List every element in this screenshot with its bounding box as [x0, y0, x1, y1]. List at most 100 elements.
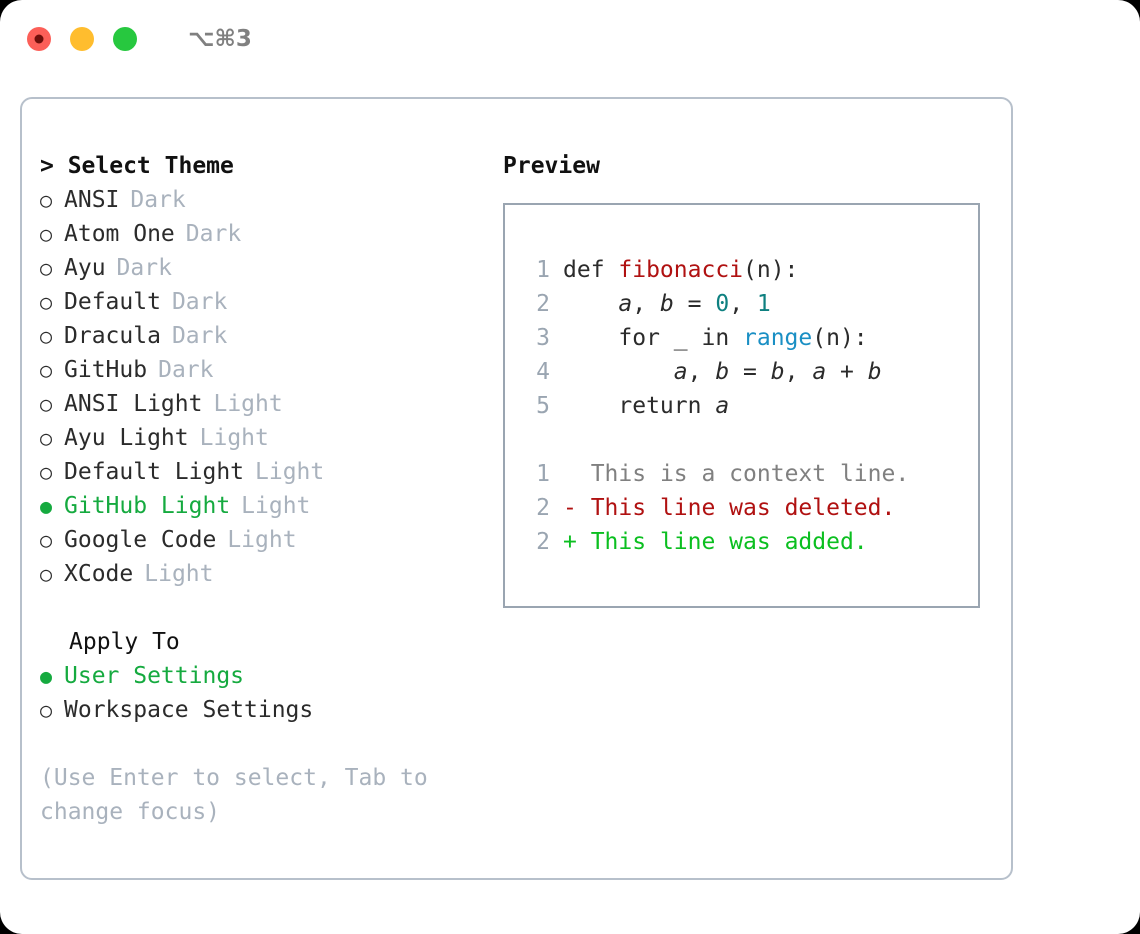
code-token-plain: =: [729, 359, 771, 385]
code-token-plain: [563, 291, 618, 317]
code-token-call: range: [743, 325, 813, 351]
code-token-var: a: [812, 359, 827, 385]
theme-kind-label: Light: [241, 493, 311, 519]
code-line-number: 5: [536, 393, 550, 419]
code-token-var: b: [867, 359, 882, 385]
diff-line-content: This line was deleted.: [576, 495, 896, 521]
maximize-window-button[interactable]: [113, 27, 137, 51]
code-line-content: def fibonacci(n):: [563, 253, 798, 287]
apply-to-options[interactable]: ● User Settings ○Workspace Settings: [40, 659, 500, 727]
radio-unselected-icon: ○: [40, 392, 53, 416]
theme-name-label: Default: [64, 289, 161, 315]
theme-name-label: Ayu Light: [64, 425, 189, 451]
code-line: 5 return a: [518, 389, 978, 423]
radio-unselected-icon: ○: [40, 188, 53, 212]
diff-line-number: 2: [536, 529, 550, 555]
theme-list-item[interactable]: ○ Default Dark: [40, 285, 500, 319]
window-controls: [27, 27, 137, 51]
theme-kind-label: Light: [255, 459, 325, 485]
diff-line: 2- This line was deleted.: [518, 491, 978, 525]
apply-to-option[interactable]: ○Workspace Settings: [40, 693, 500, 727]
theme-kind-label: Light: [213, 391, 283, 417]
radio-selected-icon: ●: [40, 494, 53, 518]
diff-sign: -: [563, 495, 577, 521]
code-line-content: a, b = 0, 1: [563, 287, 770, 321]
code-token-plain: ,: [729, 291, 757, 317]
code-token-plain: [563, 359, 674, 385]
theme-kind-label: Dark: [158, 357, 214, 383]
theme-list-item[interactable]: ○ ANSI Dark: [40, 183, 500, 217]
code-line: 3 for _ in range(n):: [518, 321, 978, 355]
close-window-button[interactable]: [27, 27, 51, 51]
code-line-content: return a: [563, 389, 729, 423]
code-token-var: a: [715, 393, 730, 419]
theme-name-label: GitHub: [64, 357, 148, 383]
code-token-plain: for _ in: [563, 325, 744, 351]
apply-to-label: User Settings: [64, 663, 245, 689]
radio-unselected-icon: ○: [40, 290, 53, 314]
code-line-number: 3: [536, 325, 550, 351]
theme-name-label: Google Code: [64, 527, 217, 553]
diff-line: 1 This is a context line.: [518, 457, 978, 491]
code-token-plain: (n):: [812, 325, 868, 351]
radio-unselected-icon: ○: [40, 528, 53, 552]
theme-list-item[interactable]: ○ Ayu Light Light: [40, 421, 500, 455]
apply-to-option[interactable]: ● User Settings: [40, 659, 500, 693]
apply-to-section: Apply To ● User Settings ○Workspace Settin…: [40, 625, 500, 727]
theme-list-item[interactable]: ○ ANSI Light Light: [40, 387, 500, 421]
code-token-plain: (n):: [743, 257, 799, 283]
theme-kind-label: Dark: [185, 221, 242, 247]
code-token-var: b: [659, 291, 674, 317]
theme-kind-label: Dark: [130, 187, 186, 213]
radio-unselected-icon: ○: [40, 460, 53, 484]
preview-heading: Preview: [503, 153, 600, 179]
theme-name-label: ANSI: [64, 187, 120, 213]
code-token-plain: ,: [687, 359, 716, 385]
radio-unselected-icon: ○: [40, 426, 53, 450]
code-token-plain: ,: [632, 291, 660, 317]
minimize-window-button[interactable]: [70, 27, 94, 51]
code-line: 2 a, b = 0, 1: [518, 287, 978, 321]
code-line: 4 a, b = b, a + b: [518, 355, 978, 389]
code-token-plain: return: [563, 393, 716, 419]
code-line-content: a, b = b, a + b: [563, 355, 882, 389]
keyboard-hint-text: (Use Enter to select, Tab to change focu…: [40, 765, 428, 825]
apply-to-heading: Apply To: [69, 629, 180, 655]
radio-selected-icon: ●: [40, 664, 53, 688]
theme-list-item[interactable]: ○ GitHub Dark: [40, 353, 500, 387]
keyboard-shortcut-label: ⌥⌘3: [188, 26, 252, 52]
theme-name-label: ANSI Light: [64, 391, 203, 417]
select-theme-heading: > Select Theme: [40, 153, 234, 179]
code-line-number: 4: [536, 359, 550, 385]
radio-unselected-icon: ○: [40, 358, 53, 382]
diff-line: 2+ This line was added.: [518, 525, 978, 559]
theme-name-label: XCode: [64, 561, 134, 587]
diff-sign: +: [563, 529, 577, 555]
radio-unselected-icon: ○: [40, 256, 53, 280]
diff-sample: 1 This is a context line.2- This line wa…: [518, 457, 978, 559]
diff-line-number: 2: [536, 495, 550, 521]
theme-name-label: Dracula: [64, 323, 161, 349]
theme-kind-label: Light: [199, 425, 269, 451]
code-token-var: b: [715, 359, 730, 385]
theme-kind-label: Dark: [171, 289, 228, 315]
code-token-plain: ,: [784, 359, 813, 385]
radio-unselected-icon: ○: [40, 222, 53, 246]
code-token-var: a: [673, 359, 688, 385]
theme-name-label: Ayu: [64, 255, 106, 281]
code-token-var: a: [618, 291, 633, 317]
